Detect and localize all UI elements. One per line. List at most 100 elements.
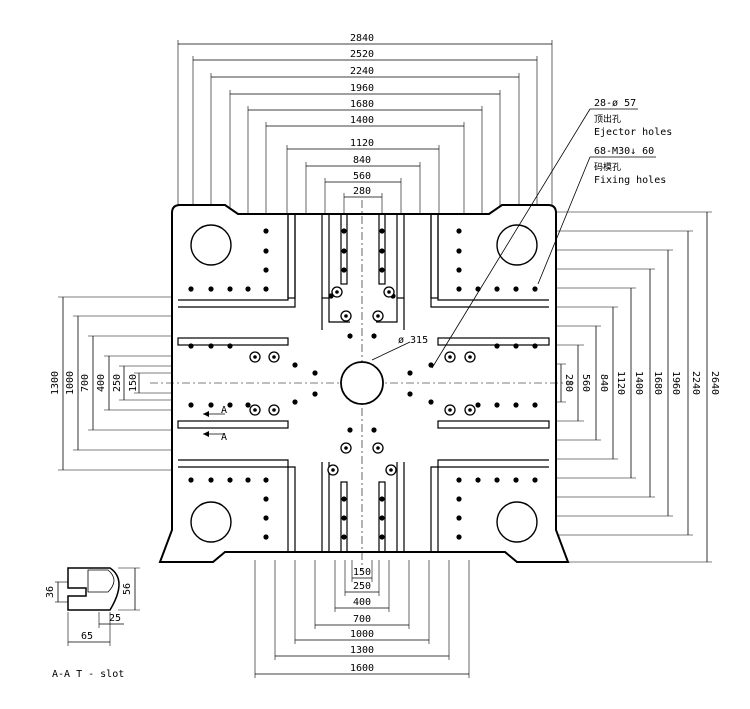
ejector-hole-center bbox=[344, 446, 348, 450]
dim-400-bottom: 400 bbox=[353, 597, 371, 608]
fixing-hole bbox=[456, 248, 462, 254]
fixing-hole bbox=[532, 477, 538, 483]
fixing-hole bbox=[227, 286, 233, 292]
center-hole-dia: ø 315 bbox=[398, 335, 428, 346]
fixing-hole bbox=[312, 370, 318, 376]
section-mark-a-1: A bbox=[221, 405, 227, 416]
tslot-dim-25: 25 bbox=[109, 613, 121, 624]
fixing-hole bbox=[379, 228, 385, 234]
fixing-spec: 68-M30↓ 60 bbox=[594, 146, 654, 157]
ejector-hole-center bbox=[335, 290, 339, 294]
tslot-dim-36: 36 bbox=[45, 586, 56, 598]
fixing-hole bbox=[263, 248, 269, 254]
dim-1120: 1120 bbox=[350, 138, 374, 149]
bottom-dimensions: 150 250 400 700 1000 1300 1600 bbox=[254, 560, 470, 678]
fixing-hole bbox=[428, 362, 434, 368]
fixing-hole bbox=[456, 515, 462, 521]
ejector-hole-center bbox=[389, 468, 393, 472]
section-mark-a-2: A bbox=[221, 432, 227, 443]
fixing-hole bbox=[341, 228, 347, 234]
dim-1400-right: 1400 bbox=[633, 371, 644, 395]
ejector-label-cn: 顶出孔 bbox=[594, 113, 621, 125]
fixing-hole bbox=[494, 343, 500, 349]
fixing-hole bbox=[227, 343, 233, 349]
dim-1680-right: 1680 bbox=[652, 371, 663, 395]
fixing-hole bbox=[341, 496, 347, 502]
ejector-hole-center bbox=[344, 314, 348, 318]
fixing-hole bbox=[347, 333, 353, 339]
fixing-hole bbox=[341, 534, 347, 540]
ejector-hole-center bbox=[376, 314, 380, 318]
fixing-hole bbox=[407, 391, 413, 397]
dim-2240: 2240 bbox=[350, 66, 374, 77]
center-locating-hole bbox=[340, 361, 384, 405]
dim-2520: 2520 bbox=[350, 49, 374, 60]
fixing-hole bbox=[494, 402, 500, 408]
dim-250-bottom: 250 bbox=[353, 581, 371, 592]
dim-700-bottom: 700 bbox=[353, 614, 371, 625]
fixing-hole bbox=[371, 427, 377, 433]
fixing-hole bbox=[263, 534, 269, 540]
fixing-hole bbox=[188, 402, 194, 408]
fixing-hole bbox=[245, 477, 251, 483]
fixing-hole bbox=[456, 267, 462, 273]
fixing-hole bbox=[245, 402, 251, 408]
ejector-spec: 28-ø 57 bbox=[594, 98, 636, 109]
fixing-hole bbox=[532, 286, 538, 292]
fixing-hole bbox=[292, 362, 298, 368]
fixing-hole bbox=[456, 496, 462, 502]
fixing-hole bbox=[456, 228, 462, 234]
fixing-hole bbox=[494, 477, 500, 483]
fixing-hole bbox=[245, 286, 251, 292]
dim-1000-bottom: 1000 bbox=[350, 629, 374, 640]
ejector-hole-center bbox=[468, 355, 472, 359]
ejector-hole-center bbox=[376, 446, 380, 450]
dim-1300-left: 1300 bbox=[50, 371, 61, 395]
fixing-hole bbox=[188, 286, 194, 292]
ejector-hole-center bbox=[331, 468, 335, 472]
ejector-hole-center bbox=[468, 408, 472, 412]
fixing-holes bbox=[188, 228, 538, 540]
dim-280-top: 280 bbox=[353, 186, 371, 197]
fixing-hole bbox=[188, 343, 194, 349]
dim-700-left: 700 bbox=[80, 374, 91, 392]
fixing-hole bbox=[347, 427, 353, 433]
ejector-holes bbox=[249, 286, 476, 476]
dim-1300-bottom: 1300 bbox=[350, 645, 374, 656]
fixing-hole bbox=[379, 248, 385, 254]
dim-1400: 1400 bbox=[350, 115, 374, 126]
left-dimensions: 1300 1000 700 400 250 150 bbox=[50, 296, 178, 471]
dim-840: 840 bbox=[353, 155, 371, 166]
dim-1000-left: 1000 bbox=[65, 371, 76, 395]
fixing-hole bbox=[475, 402, 481, 408]
dim-250-left: 250 bbox=[112, 374, 123, 392]
ejector-hole-center bbox=[448, 355, 452, 359]
callouts: 28-ø 57 顶出孔 Ejector holes 68-M30↓ 60 码模孔… bbox=[371, 98, 672, 369]
fixing-hole bbox=[227, 477, 233, 483]
fixing-hole bbox=[263, 286, 269, 292]
section-marks: A A bbox=[203, 405, 227, 443]
fixing-hole bbox=[341, 248, 347, 254]
fixing-hole bbox=[341, 267, 347, 273]
fixing-hole bbox=[263, 515, 269, 521]
fixing-hole bbox=[475, 477, 481, 483]
dim-150-left: 150 bbox=[128, 374, 139, 392]
fixing-hole bbox=[379, 496, 385, 502]
fixing-hole bbox=[312, 391, 318, 397]
dim-1600-bottom: 1600 bbox=[350, 663, 374, 674]
fixing-hole bbox=[513, 343, 519, 349]
dim-840-right: 840 bbox=[598, 374, 609, 392]
fixing-hole bbox=[532, 343, 538, 349]
fixing-hole bbox=[227, 402, 233, 408]
fixing-hole bbox=[263, 228, 269, 234]
fixing-hole bbox=[188, 477, 194, 483]
t-slots bbox=[177, 213, 550, 553]
ejector-hole-center bbox=[387, 290, 391, 294]
dim-560-right: 560 bbox=[580, 374, 591, 392]
fixing-hole bbox=[513, 402, 519, 408]
fixing-hole bbox=[494, 286, 500, 292]
fixing-label-en: Fixing holes bbox=[594, 175, 666, 186]
tie-bar-holes bbox=[190, 224, 538, 543]
fixing-hole bbox=[456, 286, 462, 292]
